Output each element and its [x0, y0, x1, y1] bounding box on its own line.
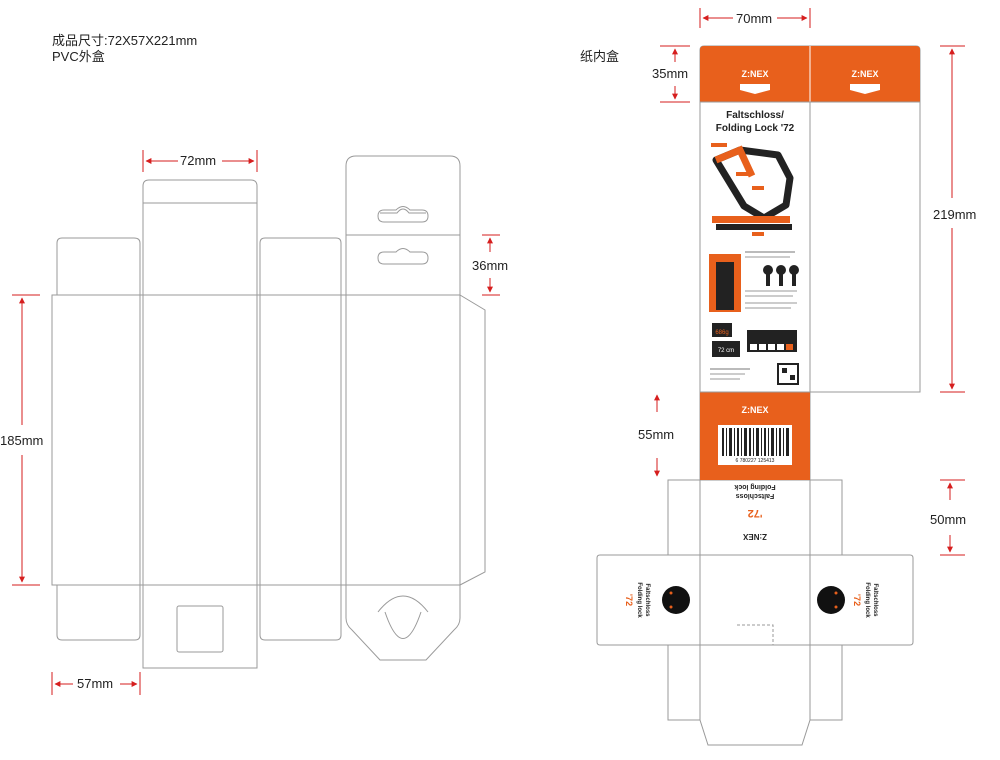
pvc-title: PVC外盒: [52, 49, 105, 64]
paper-dim-flap: 50mm: [930, 512, 967, 527]
side-logos: [662, 586, 845, 614]
pvc-dim-width: 72mm: [180, 153, 217, 168]
brand-flap-label: Z:NEX: [742, 532, 767, 541]
brand-front-label: Z:NEX: [742, 69, 769, 79]
barcode-digits: 6 780227 125413: [736, 458, 775, 464]
model-flap-label: '72: [748, 507, 763, 519]
paper-box-title: 纸内盒: [580, 49, 620, 64]
left-side-model: '72: [624, 594, 634, 606]
right-side-line1: Faltschloss: [872, 583, 878, 617]
right-side-model: '72: [852, 594, 862, 606]
pvc-dimension-lines: [12, 150, 500, 695]
paper-dimension-lines: [654, 8, 965, 556]
flap-title-line1: Faltschloss: [736, 492, 775, 499]
pvc-dim-height: 185mm: [0, 433, 44, 448]
flap-title-line2: Folding lock: [734, 483, 775, 490]
brand-bottom-label: Z:NEX: [742, 405, 769, 415]
paper-dim-bottom: 55mm: [638, 427, 675, 442]
brand-back-label: Z:NEX: [852, 69, 879, 79]
length-badge: 72 cm: [718, 348, 734, 354]
pvc-size-label: 成品尺寸:72X57X221mm: [52, 33, 198, 48]
left-side-line1: Faltschloss: [644, 583, 650, 617]
left-side-line2: Folding lock: [636, 582, 642, 618]
product-title-line2: Folding Lock '72: [716, 123, 795, 134]
barcode: [718, 425, 792, 465]
weight-badge: 686g: [715, 330, 728, 336]
paper-dim-header: 35mm: [652, 66, 689, 81]
pvc-dim-depth: 57mm: [77, 676, 114, 691]
right-side-line2: Folding lock: [864, 582, 870, 618]
paper-dim-width: 70mm: [736, 11, 773, 26]
pvc-dieline: [51, 155, 486, 669]
pvc-dim-hang: 36mm: [472, 258, 509, 273]
product-title-line1: Faltschloss/: [726, 110, 784, 121]
paper-dim-body: 219mm: [933, 207, 977, 222]
front-panel-content: [699, 101, 921, 393]
